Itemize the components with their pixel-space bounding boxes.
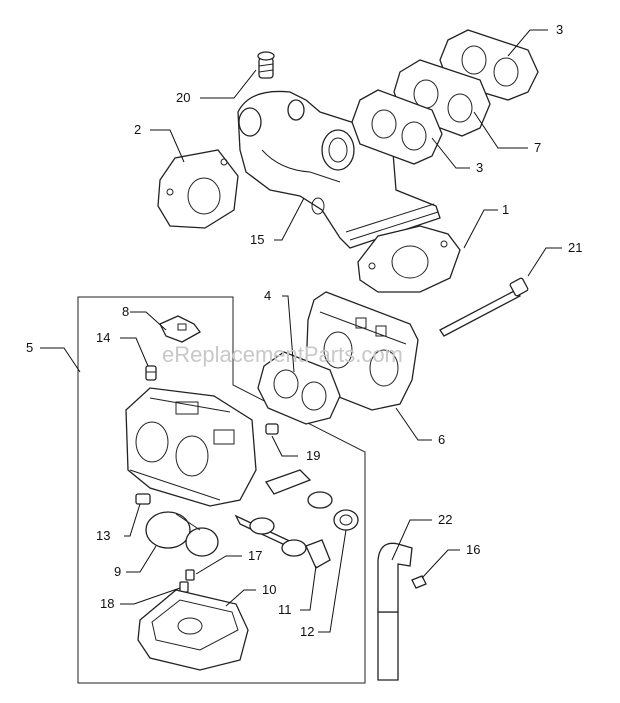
part-15-intake-manifold[interactable]	[237, 90, 441, 249]
part-9-float[interactable]	[145, 511, 219, 557]
callout-18: 18	[100, 596, 114, 611]
callout-21: 21	[568, 240, 582, 255]
part-18-jet[interactable]	[179, 581, 189, 593]
part-19-screw[interactable]	[265, 423, 279, 435]
callout-16: 16	[466, 542, 480, 557]
callout-13: 13	[96, 528, 110, 543]
callout-14: 14	[96, 330, 110, 345]
part-2-gasket[interactable]	[157, 149, 239, 229]
callout-3-lower: 3	[476, 160, 483, 175]
carburetor-body[interactable]	[125, 387, 257, 507]
callout-11: 11	[278, 602, 292, 617]
part-3-gasket-lower[interactable]	[351, 89, 443, 165]
part-14-jet[interactable]	[145, 365, 157, 381]
watermark-text: eReplacementParts.com	[162, 342, 403, 367]
part-12-spring[interactable]	[333, 509, 359, 531]
part-4-gasket[interactable]	[257, 351, 341, 425]
part-21-stud[interactable]	[439, 277, 529, 337]
part-11-throttle-shaft[interactable]	[234, 469, 333, 569]
callout-12: 12	[300, 624, 314, 639]
callout-20: 20	[176, 90, 190, 105]
carburetor-assembly-outline	[77, 296, 366, 684]
callout-5: 5	[26, 340, 33, 355]
callout-7: 7	[534, 140, 541, 155]
callout-15: 15	[250, 232, 264, 247]
part-8-bracket[interactable]	[159, 315, 201, 343]
callout-6: 6	[438, 432, 445, 447]
callout-19: 19	[306, 448, 320, 463]
part-22-hose[interactable]	[377, 542, 413, 681]
part-17-jet[interactable]	[185, 569, 195, 581]
callout-4: 4	[264, 288, 271, 303]
callout-10: 10	[262, 582, 276, 597]
leader-lines	[40, 29, 562, 633]
callout-22: 22	[438, 512, 452, 527]
callout-2: 2	[134, 122, 141, 137]
part-16-clamp[interactable]	[411, 575, 427, 589]
callout-3-upper: 3	[556, 22, 563, 37]
callout-8: 8	[122, 304, 129, 319]
callout-9: 9	[114, 564, 121, 579]
part-1-gasket[interactable]	[357, 225, 461, 293]
part-20-bolt[interactable]	[257, 51, 275, 79]
part-10-float-bowl[interactable]	[137, 589, 249, 671]
part-13-screw[interactable]	[135, 493, 151, 505]
callout-labels: 3 20 2 7 3 1 15 21 4 8 5 14 6 19 13 22 1…	[26, 22, 582, 639]
callout-1: 1	[502, 202, 509, 217]
callout-17: 17	[248, 548, 262, 563]
